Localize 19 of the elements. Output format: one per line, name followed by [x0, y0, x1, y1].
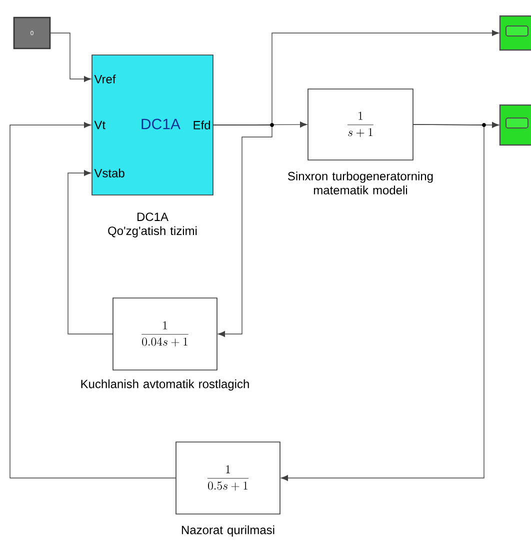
transfer-function-block: $\frac{1}{0.04s+1}$	[112, 298, 218, 370]
signal-line	[10, 122, 176, 478]
port-label: Vstab	[94, 168, 124, 178]
port-label: Efd	[194, 120, 210, 130]
block-caption: Sinxron turbogeneratorning matematik modeli	[288, 172, 433, 194]
port-label: Vt	[94, 120, 106, 130]
scope-block	[499, 15, 531, 51]
transfer-function-block: $\frac{1}{s+1}$	[308, 88, 414, 160]
port-label: Vref	[94, 74, 116, 84]
signal-line	[212, 124, 272, 337]
block-title: DC1A	[142, 118, 180, 130]
signal-line	[68, 170, 114, 334]
scope-block	[499, 104, 531, 146]
transfer-function-block: $\frac{1}{0.5s+1}$	[176, 442, 280, 514]
signal-line	[280, 124, 484, 481]
block-caption: DC1A Qo'zg'atish tizimi	[108, 212, 197, 238]
signal-line	[50, 32, 91, 82]
block-caption: Nazorat qurilmasi	[182, 525, 274, 537]
block-caption: Kuchlanish avtomatik rostlagich	[81, 379, 249, 391]
